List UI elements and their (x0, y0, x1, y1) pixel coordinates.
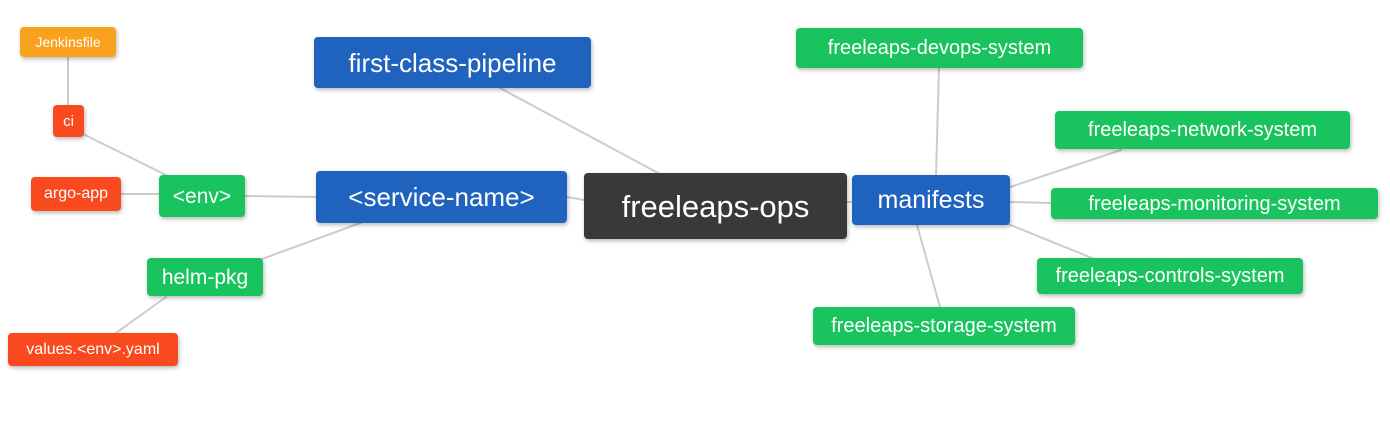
node-env[interactable]: <env> (159, 175, 245, 217)
node-freeleaps-monitoring-system[interactable]: freeleaps-monitoring-system (1051, 188, 1378, 219)
node-helm-pkg[interactable]: helm-pkg (147, 258, 263, 296)
node-ci[interactable]: ci (53, 105, 84, 137)
node-jenkinsfile[interactable]: Jenkinsfile (20, 27, 116, 57)
node-service-name[interactable]: <service-name> (316, 171, 567, 223)
node-freeleaps-storage-system[interactable]: freeleaps-storage-system (813, 307, 1075, 345)
edge-manifests-controls (1007, 223, 1093, 259)
node-freeleaps-controls-system[interactable]: freeleaps-controls-system (1037, 258, 1303, 294)
edge-manifests-monitoring (1009, 201, 1052, 204)
node-argo-app[interactable]: argo-app (31, 177, 121, 211)
edge-service-name-ops (566, 196, 585, 201)
node-values-env-yaml[interactable]: values.<env>.yaml (8, 333, 178, 366)
node-freeleaps-network-system[interactable]: freeleaps-network-system (1055, 111, 1350, 149)
edge-helm-pkg-service-name (261, 221, 364, 260)
node-freeleaps-ops[interactable]: freeleaps-ops (584, 173, 847, 239)
node-manifests[interactable]: manifests (852, 175, 1010, 225)
edge-manifests-devops (935, 67, 940, 176)
edge-values-helm-pkg (115, 296, 167, 334)
edge-env-service-name (244, 195, 317, 198)
node-freeleaps-devops-system[interactable]: freeleaps-devops-system (796, 28, 1083, 68)
edge-manifests-storage (916, 224, 941, 308)
node-first-class-pipeline[interactable]: first-class-pipeline (314, 37, 591, 88)
edge-manifests-network (1009, 149, 1122, 188)
edge-ci-env (82, 133, 171, 178)
edge-pipeline-ops (499, 87, 659, 174)
